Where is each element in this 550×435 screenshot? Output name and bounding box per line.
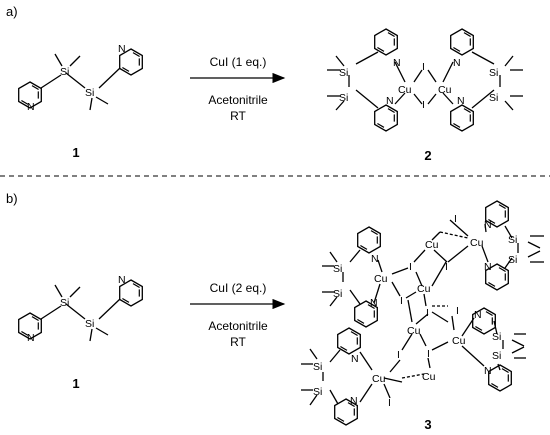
reagent-b: CuI (2 eq.) [210, 281, 267, 295]
n-atom: N [350, 395, 358, 407]
panel-b: b) Si Si N N 1 CuI (2 eq.) Acetonitrile … [6, 191, 544, 432]
n-atom: N [118, 43, 126, 55]
si-atom: Si [313, 386, 322, 398]
reactant-b-structure: Si Si N N [18, 274, 143, 344]
si-atom: Si [333, 288, 342, 300]
n-atom: N [27, 101, 35, 113]
panel-b-label: b) [6, 191, 18, 206]
si-atom: Si [489, 92, 498, 104]
si-atom: Si [85, 318, 94, 330]
i-atom: I [454, 213, 457, 225]
temperature-a: RT [230, 109, 246, 123]
n-atom: N [27, 332, 35, 344]
si-atom: Si [85, 87, 94, 99]
i-atom: I [426, 307, 429, 319]
i-atom: I [409, 261, 412, 273]
cu-atom: Cu [452, 335, 466, 347]
si-atom: Si [339, 92, 348, 104]
n-atom: N [484, 219, 492, 231]
si-atom: Si [333, 263, 342, 275]
temperature-b: RT [230, 335, 246, 349]
reactant-a-structure: Si Si N N [18, 43, 143, 113]
cu-atom: Cu [372, 373, 386, 385]
n-atom: N [484, 261, 492, 273]
reactant-b-number: 1 [72, 376, 79, 391]
si-atom: Si [339, 67, 348, 79]
si-atom: Si [492, 350, 501, 362]
n-atom: N [453, 57, 461, 69]
cu-atom: Cu [417, 283, 431, 295]
si-atom: Si [508, 254, 517, 266]
i-atom: I [400, 295, 403, 307]
i-atom: I [427, 348, 430, 360]
n-atom: N [371, 253, 379, 265]
product-2-number: 2 [424, 148, 431, 163]
product-2-structure: Si Si Si Si Cu Cu I I N N [327, 28, 523, 132]
cu-atom: Cu [422, 371, 436, 383]
solvent-b: Acetonitrile [208, 319, 268, 333]
si-atom: Si [60, 66, 69, 78]
si-atom: Si [489, 67, 498, 79]
i-atom: I [388, 397, 391, 409]
si-atom: Si [60, 297, 69, 309]
i-atom: I [422, 61, 425, 73]
i-atom: I [445, 261, 448, 273]
product-3-structure: Si Si Si Si Si Si [301, 200, 544, 426]
i-atom: I [456, 305, 459, 317]
solvent-a: Acetonitrile [208, 93, 268, 107]
n-atom: N [386, 95, 394, 107]
si-atom: Si [313, 361, 322, 373]
si-atom: Si [492, 331, 501, 343]
panel-a-label: a) [6, 4, 18, 19]
i-atom: I [397, 349, 400, 361]
n-atom: N [393, 57, 401, 69]
reactant-a-number: 1 [72, 145, 79, 160]
product-3-number: 3 [424, 417, 431, 432]
cu-atom: Cu [425, 239, 439, 251]
cu-atom: Cu [407, 325, 421, 337]
i-atom: I [422, 99, 425, 111]
cu-atom: Cu [438, 84, 452, 96]
n-atom: N [351, 353, 359, 365]
n-atom: N [370, 297, 378, 309]
n-atom: N [457, 95, 465, 107]
panel-a: a) Si Si N N 1 CuI (1 eq.) Acetonitrile … [6, 4, 523, 163]
cu-atom: Cu [374, 273, 388, 285]
cu-atom: Cu [470, 237, 484, 249]
si-atom: Si [508, 234, 517, 246]
n-atom: N [484, 365, 492, 377]
cu-atom: Cu [398, 84, 412, 96]
n-atom: N [474, 309, 482, 321]
reagent-a: CuI (1 eq.) [210, 55, 267, 69]
n-atom: N [118, 274, 126, 286]
